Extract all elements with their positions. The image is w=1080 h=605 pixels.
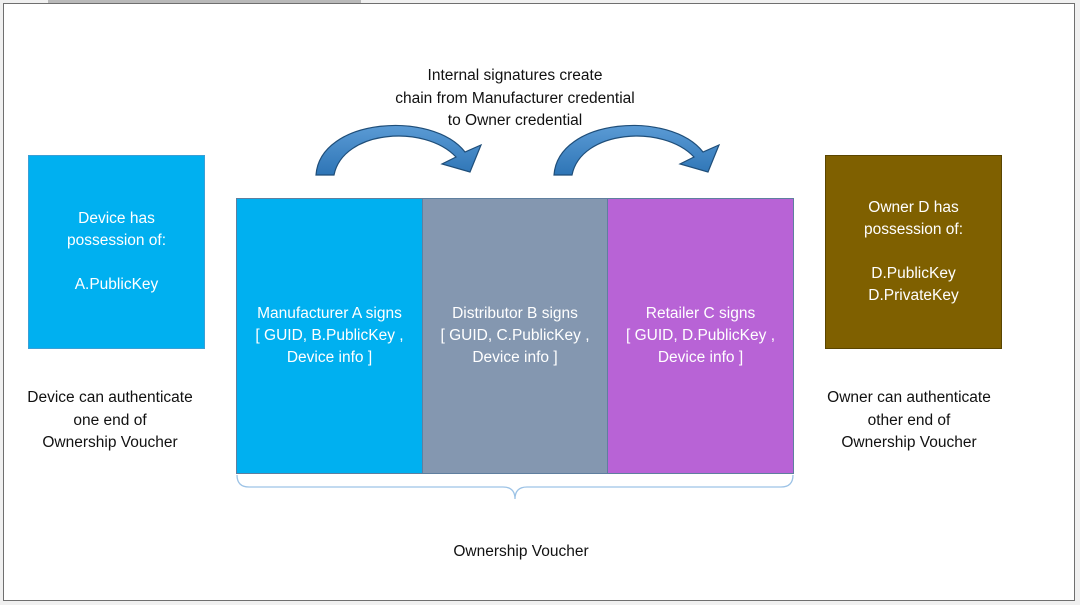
curly-brace: [236, 474, 794, 500]
voucher-segment-manufacturer: Manufacturer A signs [ GUID, B.PublicKey…: [236, 198, 423, 474]
owner-caption-line: Owner can authenticate: [827, 389, 991, 406]
segment-line: [ GUID, D.PublicKey ,: [625, 327, 775, 344]
segment-line: Device info ]: [286, 349, 373, 366]
device-key: A.PublicKey: [74, 276, 159, 293]
device-caption-line: Device can authenticate: [27, 389, 193, 406]
owner-caption-line: Ownership Voucher: [841, 434, 977, 451]
segment-line: Device info ]: [657, 349, 744, 366]
segment-line: Retailer C signs: [645, 305, 756, 322]
voucher-segment-distributor: Distributor B signs [ GUID, C.PublicKey …: [422, 198, 608, 474]
curved-arrow-icon: [315, 124, 483, 176]
device-caption-line: one end of: [73, 411, 147, 429]
device-box: Device has possession of: A.PublicKey: [28, 155, 205, 349]
voucher-segment-retailer: Retailer C signs [ GUID, D.PublicKey , D…: [607, 198, 794, 474]
owner-caption: Owner can authenticate other end of Owne…: [809, 387, 1009, 455]
device-caption-line: Ownership Voucher: [42, 434, 178, 451]
owner-private-key: D.PrivateKey: [868, 287, 959, 304]
device-box-line: possession of:: [66, 232, 167, 249]
owner-box-line: possession of:: [863, 221, 964, 238]
owner-box: Owner D has possession of: D.PublicKey D…: [825, 155, 1002, 349]
owner-box-line: Owner D has: [868, 199, 959, 216]
segment-line: Device info ]: [472, 349, 558, 366]
header-line: chain from Manufacturer credential: [395, 89, 635, 107]
segment-line: Manufacturer A signs: [257, 305, 402, 322]
voucher-label: Ownership Voucher: [453, 543, 589, 560]
segment-line: [ GUID, C.PublicKey ,: [440, 327, 590, 344]
header-line: to Owner credential: [447, 112, 583, 129]
segment-line: Distributor B signs: [452, 305, 578, 322]
curved-arrow-icon: [553, 124, 721, 176]
owner-public-key: D.PublicKey: [871, 265, 956, 282]
device-box-line: Device has: [78, 210, 155, 227]
top-scroll-bar: [48, 0, 361, 3]
owner-caption-line: other end of: [867, 411, 951, 429]
segment-line: [ GUID, B.PublicKey ,: [255, 327, 404, 344]
device-caption: Device can authenticate one end of Owner…: [10, 387, 210, 455]
header-text: Internal signatures create chain from Ma…: [355, 65, 675, 133]
header-line: Internal signatures create: [427, 67, 603, 84]
